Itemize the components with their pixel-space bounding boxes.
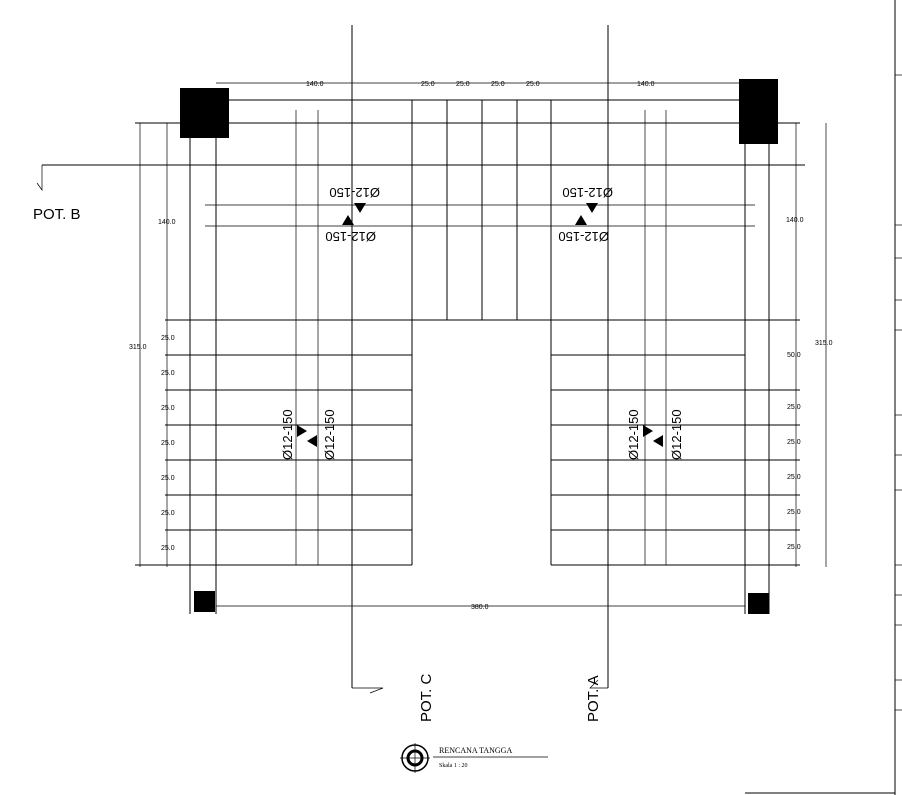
title-block: RENCANA TANGGA Skala 1 : 20 bbox=[400, 743, 548, 773]
dim-right-50: 50.0 bbox=[787, 352, 801, 359]
dim-right-total: 315.0 bbox=[815, 340, 833, 347]
rebar-arrow-right bbox=[297, 425, 307, 437]
dim-right-step: 25.0 bbox=[787, 404, 801, 411]
dim-bottom-width: 380.0 bbox=[471, 604, 489, 611]
rebar-arrow-right bbox=[643, 425, 653, 437]
rebar-arrow-left bbox=[307, 435, 317, 447]
dim-top-step-2: 25.0 bbox=[456, 81, 470, 88]
rebar-label: Ø12-150 bbox=[626, 409, 641, 460]
rebar-label: Ø12-150 bbox=[322, 409, 337, 460]
rebar-label: Ø12-150 bbox=[329, 185, 380, 200]
dim-top-step-4: 25.0 bbox=[526, 81, 540, 88]
dim-left-step: 25.0 bbox=[161, 475, 175, 482]
dim-left-total: 315.0 bbox=[129, 344, 147, 351]
dim-right-landing-depth: 140.0 bbox=[786, 217, 804, 224]
column-bottom-left bbox=[194, 591, 215, 612]
dim-right-step: 25.0 bbox=[787, 474, 801, 481]
dim-top-step-1: 25.0 bbox=[421, 81, 435, 88]
dim-top-step-3: 25.0 bbox=[491, 81, 505, 88]
dim-left-step: 25.0 bbox=[161, 370, 175, 377]
title-text: RENCANA TANGGA bbox=[439, 746, 512, 755]
rebar-label: Ø12-150 bbox=[280, 409, 295, 460]
dim-top-right-landing: 140.0 bbox=[637, 81, 655, 88]
dim-right-step: 25.0 bbox=[787, 509, 801, 516]
rebar-label: Ø12-150 bbox=[669, 409, 684, 460]
dimension-texts: 140.0 25.0 25.0 25.0 25.0 140.0 140.0 14… bbox=[129, 81, 833, 611]
dim-left-landing-depth: 140.0 bbox=[158, 219, 176, 226]
rebar-arrow-down bbox=[586, 203, 598, 213]
column-bottom-right bbox=[748, 593, 769, 614]
title-scale: Skala 1 : 20 bbox=[439, 763, 468, 769]
dim-right-step: 25.0 bbox=[787, 439, 801, 446]
dim-left-step: 25.0 bbox=[161, 405, 175, 412]
rebar-label: Ø12-150 bbox=[562, 185, 613, 200]
dimension-lines bbox=[139, 82, 827, 607]
column-top-left bbox=[180, 88, 229, 138]
rebar-arrow-up bbox=[575, 215, 587, 225]
rebar-arrow-up bbox=[342, 215, 354, 225]
section-label-pot-c: POT. C bbox=[418, 673, 435, 722]
section-label-pot-b: POT. B bbox=[33, 206, 81, 223]
rebar-label: Ø12-150 bbox=[325, 229, 376, 244]
rebar-labels: Ø12-150 Ø12-150 Ø12-150 Ø12-150 Ø12-150 … bbox=[280, 185, 684, 460]
rebar-arrow-left bbox=[653, 435, 663, 447]
rebar-label: Ø12-150 bbox=[558, 229, 609, 244]
sheet-border bbox=[745, 0, 902, 795]
dim-right-step: 25.0 bbox=[787, 544, 801, 551]
rebar-arrow-down bbox=[354, 203, 366, 213]
dim-left-step: 25.0 bbox=[161, 335, 175, 342]
dim-left-step: 25.0 bbox=[161, 510, 175, 517]
dim-left-step: 25.0 bbox=[161, 545, 175, 552]
section-label-pot-a: POT. A bbox=[585, 675, 602, 722]
dim-top-left-landing: 140.0 bbox=[306, 81, 324, 88]
dim-left-step: 25.0 bbox=[161, 440, 175, 447]
stair-outline bbox=[135, 99, 800, 614]
section-cuts bbox=[36, 25, 805, 694]
rebar-arrows bbox=[297, 203, 663, 447]
